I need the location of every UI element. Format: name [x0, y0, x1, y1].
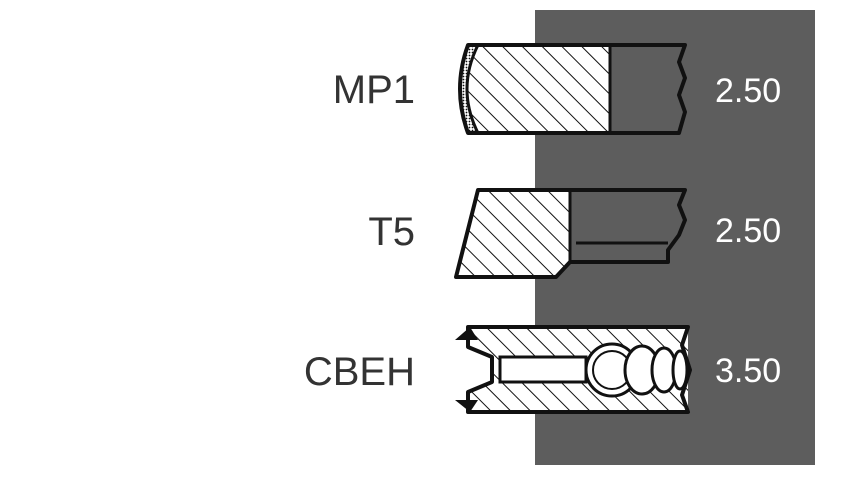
ring-label-t5: T5 [368, 210, 415, 254]
ring-value-t5: 2.50 [715, 212, 782, 250]
ring-value-cbeh: 3.50 [715, 352, 782, 390]
ring-profile-cbeh [455, 325, 692, 414]
cbeh-outline [466, 325, 692, 414]
mp1-hatched-section [468, 45, 610, 133]
ring-profile-mp1 [458, 43, 687, 135]
ring-label-cbeh: CBEH [303, 350, 415, 394]
mp1-outline [458, 43, 687, 135]
ring-profile-t5 [454, 188, 687, 279]
t5-hatched-section [456, 190, 570, 277]
ring-value-mp1: 2.50 [715, 72, 782, 110]
cbeh-center-groove [498, 355, 588, 384]
ring-label-mp1: MP1 [332, 68, 415, 112]
cbeh-spring-coil-4 [671, 349, 689, 391]
t5-outline [454, 188, 687, 279]
